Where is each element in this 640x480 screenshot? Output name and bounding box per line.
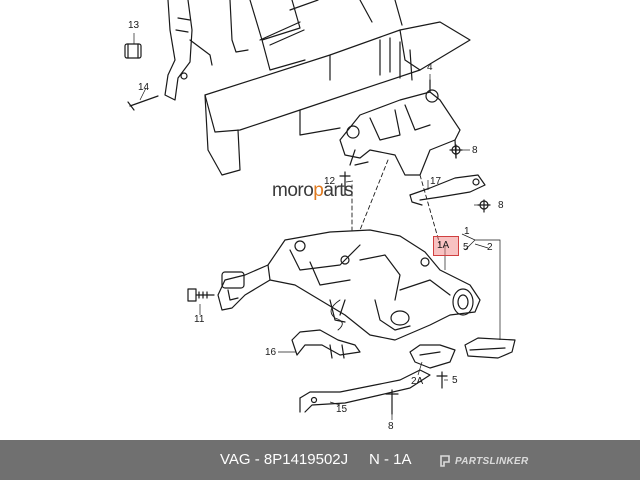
callout-8-bottom: 8 <box>388 421 394 432</box>
bolt-11 <box>187 288 215 302</box>
callout-1: 1 <box>464 226 470 237</box>
partslinker-brand: PARTSLINKER <box>438 453 529 469</box>
watermark-suffix: arts <box>323 180 354 201</box>
cross-member-beam <box>204 0 471 176</box>
callout-14: 14 <box>138 82 150 93</box>
footer-bar: VAG - 8P1419502J N - 1A PARTSLINKER <box>0 440 640 480</box>
callout-16: 16 <box>265 347 277 358</box>
callout-15: 15 <box>336 404 348 415</box>
part-number-label: VAG - 8P1419502J N - 1A <box>220 451 412 468</box>
watermark-accent: p <box>313 180 324 201</box>
callout-13: 13 <box>128 20 140 31</box>
callout-12: 12 <box>324 176 336 187</box>
callout-8-upper: 8 <box>472 145 478 156</box>
callout-2: 2 <box>487 242 493 253</box>
bracket-2a <box>409 344 456 389</box>
callout-2a: 2A <box>411 376 424 387</box>
callout-11: 11 <box>194 314 205 325</box>
watermark-prefix: moro <box>272 180 314 201</box>
callout-4: 4 <box>427 62 433 73</box>
steering-column-exploded-diagram <box>124 0 516 420</box>
bracket-16 <box>291 329 361 359</box>
callout-17: 17 <box>430 176 442 187</box>
bracket-15 <box>299 369 431 413</box>
cover-2 <box>464 337 516 359</box>
partslinker-logo-icon <box>440 455 450 467</box>
left-bracket <box>124 0 319 111</box>
callout-1a: 1A <box>437 240 450 251</box>
brand-text: PARTSLINKER <box>455 455 529 467</box>
bracket-17 <box>409 174 486 206</box>
callout-8-right: 8 <box>498 200 504 211</box>
highlight-box <box>433 236 459 256</box>
upper-mounting-bracket <box>339 79 461 176</box>
callout-5-bottom: 5 <box>452 375 458 386</box>
watermark-logo: moroparts <box>272 180 354 202</box>
callout-5-top: 5 <box>463 242 469 253</box>
steering-column-assembly <box>217 229 481 341</box>
